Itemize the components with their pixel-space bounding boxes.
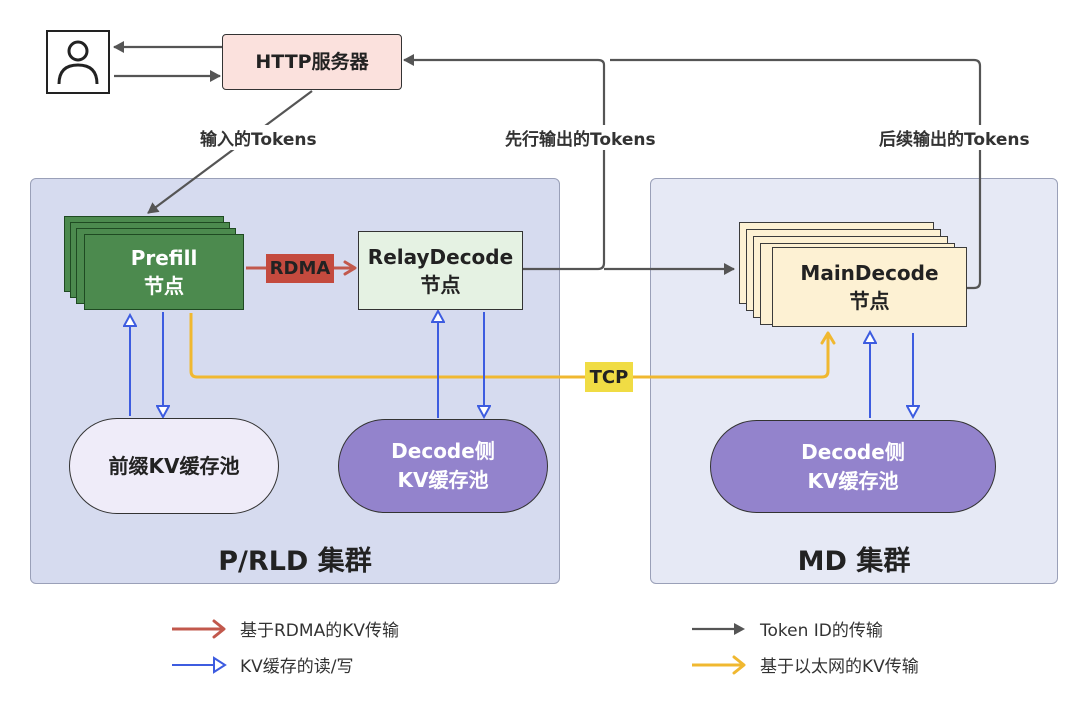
md-cluster-title: MD 集群 — [797, 546, 911, 577]
early-output-label: 先行输出的Tokens — [502, 125, 659, 150]
legend-rdma: 基于RDMA的KV传输 — [170, 616, 399, 641]
rdma-badge: RDMA — [266, 254, 334, 283]
md-decode-kv-pool-line1: Decode侧 — [801, 439, 905, 464]
prld-decode-kv-pool: Decode侧 KV缓存池 — [338, 419, 548, 513]
input-tokens-arrow — [147, 90, 313, 214]
prefill-node: Prefill 节点 — [84, 234, 244, 310]
prefill-node-sub: 节点 — [144, 274, 184, 298]
early-output-arrow — [403, 54, 606, 271]
legend-token-arrow-icon — [692, 622, 745, 635]
legend-ethernet: 基于以太网的KV传输 — [690, 652, 919, 677]
prld-decode-kv-pool-line1: Decode侧 — [391, 439, 495, 463]
relay-decode-node-sub: 节点 — [420, 272, 461, 297]
legend-rdma-label: 基于RDMA的KV传输 — [240, 621, 399, 641]
input-tokens-label: 输入的Tokens — [197, 125, 320, 150]
prefix-kv-pool: 前缀KV缓存池 — [69, 418, 279, 514]
md-decode-kv-pool-line2: KV缓存池 — [807, 468, 899, 493]
user-icon — [46, 30, 110, 94]
prefill-node-name: Prefill — [130, 246, 198, 270]
tcp-badge: TCP — [585, 362, 633, 392]
main-decode-node-name: MainDecode — [800, 261, 939, 285]
legend-kv-rw-label: KV缓存的读/写 — [240, 657, 354, 677]
http-server-label: HTTP服务器 — [255, 50, 369, 73]
legend-token: Token ID的传输 — [690, 616, 883, 641]
later-output-arrow — [610, 58, 982, 290]
http-server-node: HTTP服务器 — [222, 34, 402, 90]
prefix-kv-pool-label: 前缀KV缓存池 — [108, 453, 240, 478]
prld-cluster-title: P/RLD 集群 — [218, 546, 372, 577]
legend-kv-rw: KV缓存的读/写 — [170, 652, 354, 677]
main-decode-node-sub: 节点 — [849, 289, 890, 313]
legend-ethernet-label: 基于以太网的KV传输 — [760, 657, 919, 677]
legend-token-label: Token ID的传输 — [760, 621, 883, 641]
md-decode-kv-pool: Decode侧 KV缓存池 — [710, 420, 996, 513]
legend-kv-rw-arrow-icon — [172, 655, 227, 674]
legend-rdma-arrow-icon — [172, 619, 226, 638]
legend-ethernet-arrow-icon — [692, 655, 746, 674]
later-output-label: 后续输出的Tokens — [876, 125, 1033, 150]
prld-decode-kv-pool-line2: KV缓存池 — [397, 468, 489, 492]
main-decode-node: MainDecode 节点 — [772, 247, 967, 327]
relay-decode-node-name: RelayDecode — [367, 244, 514, 269]
tcp-route-arrow — [189, 313, 836, 379]
relay-decode-node: RelayDecode 节点 — [358, 231, 523, 310]
